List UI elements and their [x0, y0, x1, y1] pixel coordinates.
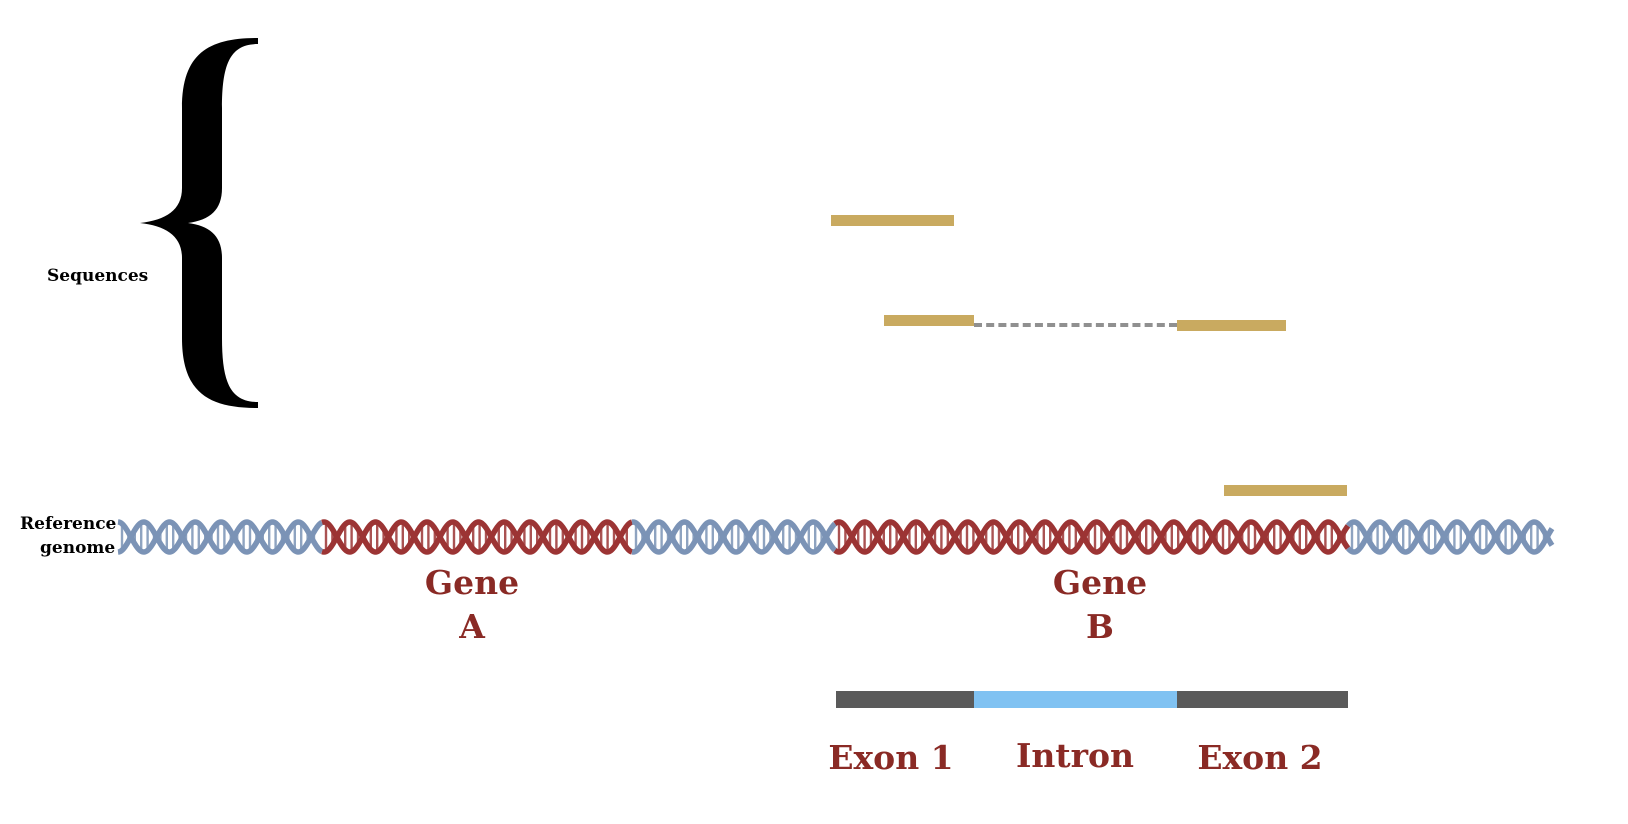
intron-label: Intron — [1015, 736, 1135, 775]
exon-2-label: Exon 2 — [1197, 738, 1323, 777]
read-2-exon1-part — [884, 315, 974, 326]
double-helix-icon — [117, 519, 1555, 555]
read-3 — [1224, 485, 1347, 496]
reference-genome-label-line1: Reference — [20, 514, 117, 534]
exon-1-label: Exon 1 — [828, 738, 954, 777]
gene-b-label-line2: B — [1086, 607, 1114, 646]
gene-b-label-line1: Gene — [1052, 563, 1148, 602]
sequences-label: Sequences — [47, 266, 149, 286]
helix-segment-3 — [631, 519, 837, 555]
helix-segment-5 — [1345, 519, 1555, 555]
helix-segment-1 — [117, 519, 324, 555]
gene-a-label-line2: A — [459, 607, 485, 646]
splice-gap-dashed-line — [974, 323, 1177, 327]
read-1 — [831, 215, 954, 226]
helix-segment-2 — [321, 519, 633, 555]
helix-segment-4 — [833, 519, 1351, 555]
left-curly-brace-icon — [140, 38, 258, 408]
intron-bar — [974, 691, 1177, 708]
exon-1-bar — [836, 691, 974, 708]
read-2-exon2-part — [1177, 320, 1286, 331]
exon-2-bar — [1177, 691, 1348, 708]
gene-a-label-line1: Gene — [424, 563, 520, 602]
reference-genome-label-line2: genome — [40, 538, 116, 558]
